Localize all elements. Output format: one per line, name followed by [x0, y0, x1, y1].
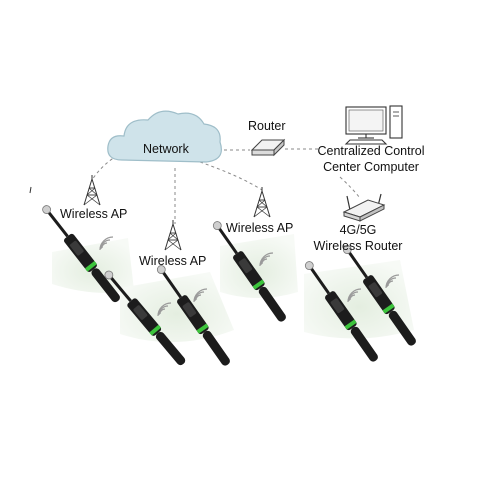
network-label: Network: [143, 142, 189, 156]
link-network-ap3: [199, 161, 263, 191]
link-computer-wireless-router: [339, 176, 361, 199]
antenna-tower-icon-ap1: [83, 174, 101, 206]
control-center-label-line1: Centralized Control: [317, 144, 425, 158]
wireless-router-label-line2: Wireless Router: [313, 239, 403, 253]
coverage-zone-3: [220, 234, 298, 298]
wireless-router-icon: [342, 193, 386, 222]
router-label: Router: [248, 119, 286, 133]
antenna-tower-icon-ap2: [164, 219, 182, 251]
antenna-tower-icon-ap3: [253, 186, 271, 218]
cloud-icon: [107, 110, 222, 163]
ap2-label: Wireless AP: [139, 254, 207, 268]
stray-mark: [29, 186, 32, 194]
coverage-zone-4: [304, 260, 414, 339]
ap1-label: Wireless AP: [60, 207, 128, 221]
ap3-label: Wireless AP: [226, 221, 294, 235]
link-network-ap1: [91, 149, 129, 181]
desktop-computer-icon: [344, 105, 403, 145]
connection-lines: [91, 148, 361, 224]
router-icon: [250, 138, 286, 157]
wireless-router-label-line1: 4G/5G: [339, 223, 377, 237]
control-center-label-line2: Center Computer: [323, 160, 419, 174]
